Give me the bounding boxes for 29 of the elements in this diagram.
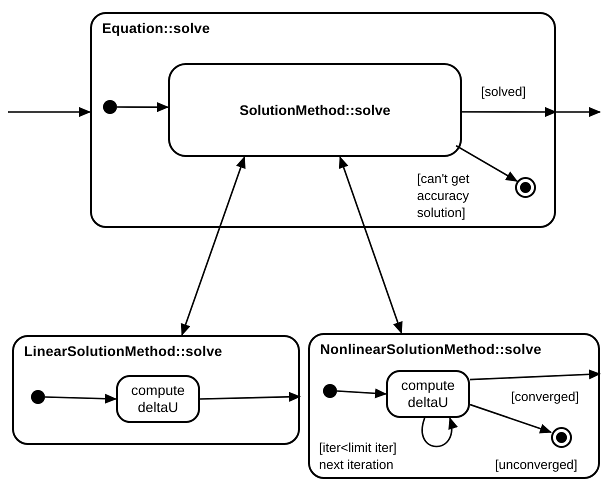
state-box — [116, 375, 200, 423]
region-title: Equation::solve — [102, 20, 210, 36]
transition-arrow — [44, 394, 117, 404]
state-box — [168, 63, 462, 157]
transition-arrow — [470, 404, 552, 434]
final-state-symbol — [551, 427, 572, 448]
composite-state-box — [12, 335, 300, 445]
transition-arrow — [8, 107, 91, 117]
transition-arrow — [456, 145, 518, 182]
transition-arrow — [470, 369, 601, 380]
initial-state-dot — [103, 100, 117, 114]
transition-arrow — [180, 156, 246, 336]
initial-state-dot — [323, 384, 337, 398]
transition-arrow — [117, 102, 169, 112]
region-title: LinearSolutionMethod::solve — [24, 343, 222, 359]
transition-arrow — [336, 388, 387, 398]
transition-arrow — [462, 107, 557, 117]
initial-state-dot — [31, 390, 45, 404]
transition-arrow — [422, 417, 457, 448]
transition-arrow — [200, 392, 301, 402]
region-title: NonlinearSolutionMethod::solve — [320, 341, 542, 357]
state-box — [386, 370, 470, 418]
transition-arrow — [338, 156, 403, 334]
state-name: compute deltaU — [130, 382, 186, 416]
state-name: compute deltaU — [400, 377, 456, 411]
final-state-symbol — [515, 177, 536, 198]
composite-state-box — [90, 12, 556, 228]
transition-arrow — [556, 107, 601, 117]
state-name: SolutionMethod::solve — [240, 102, 390, 118]
